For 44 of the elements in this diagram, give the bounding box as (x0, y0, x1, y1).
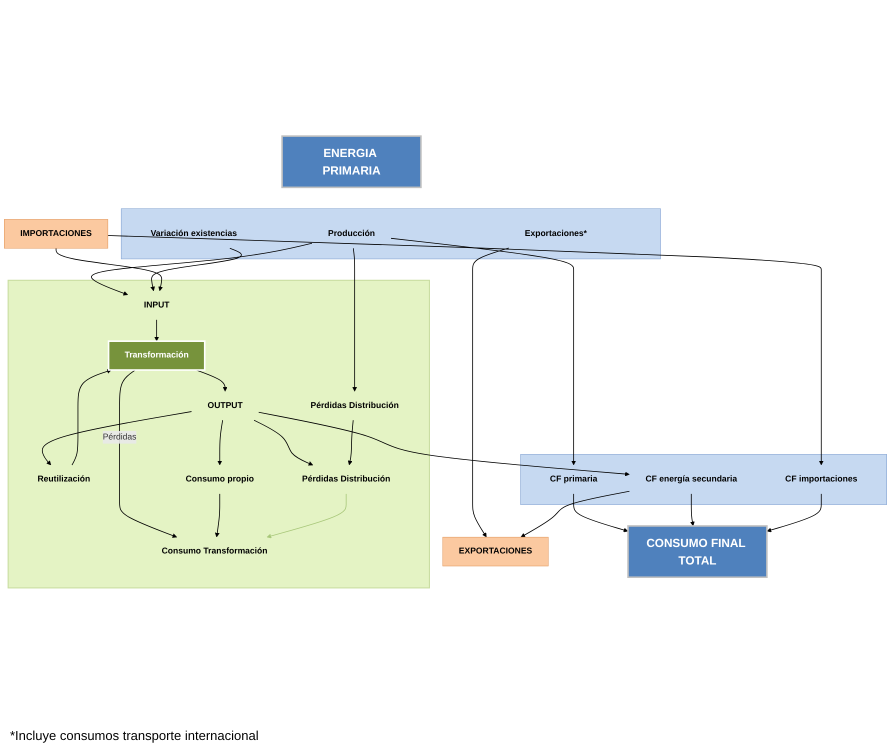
arrow (214, 494, 220, 538)
node-text: Exportaciones* (524, 229, 587, 238)
node-text: Producción (328, 229, 376, 238)
node-box: Transformación (108, 340, 206, 371)
arrow (56, 248, 163, 292)
arrow (150, 248, 242, 292)
node-text: CF importaciones (785, 474, 858, 484)
arrow (258, 412, 630, 476)
arrow (72, 369, 112, 466)
arrow (472, 248, 510, 538)
arrow (766, 494, 822, 532)
node-text: INPUT (144, 300, 170, 310)
arrow (348, 420, 354, 466)
cluster (120, 208, 661, 260)
edge-label: Pérdidas (102, 432, 136, 442)
arrow (154, 319, 159, 342)
node-box: ENERGIA PRIMARIA (281, 135, 422, 188)
node-text: Pérdidas Distribución (310, 400, 399, 410)
arrow (390, 238, 576, 466)
node-box: EXPORTACIONES (442, 536, 549, 566)
arrow (520, 490, 630, 538)
node-text: Consumo propio (186, 474, 254, 484)
node-text: Consumo Transformación (162, 546, 268, 556)
arrow (107, 235, 824, 466)
arrow (690, 494, 695, 526)
footnote: *Incluye consumos transporte internacional (9, 727, 260, 745)
arrow (91, 242, 312, 296)
arrow (42, 411, 192, 466)
node-text: CF energía secundaria (645, 474, 738, 484)
arrow (119, 370, 178, 538)
arrow (573, 494, 628, 532)
node-text: Reutilización (38, 474, 90, 484)
arrow (217, 420, 224, 466)
node-text: Variación existencias (150, 229, 238, 238)
cluster (520, 454, 887, 505)
arrow (352, 248, 357, 392)
cluster (8, 280, 430, 588)
node-box: IMPORTACIONES (4, 219, 108, 249)
node-box: CONSUMO FINAL TOTAL (627, 525, 768, 578)
node-text: OUTPUT (208, 400, 243, 410)
arrow (254, 420, 314, 466)
node-text: Pérdidas Distribución (302, 474, 390, 484)
node-text: CF primaria (550, 474, 598, 484)
arrow (266, 494, 347, 538)
